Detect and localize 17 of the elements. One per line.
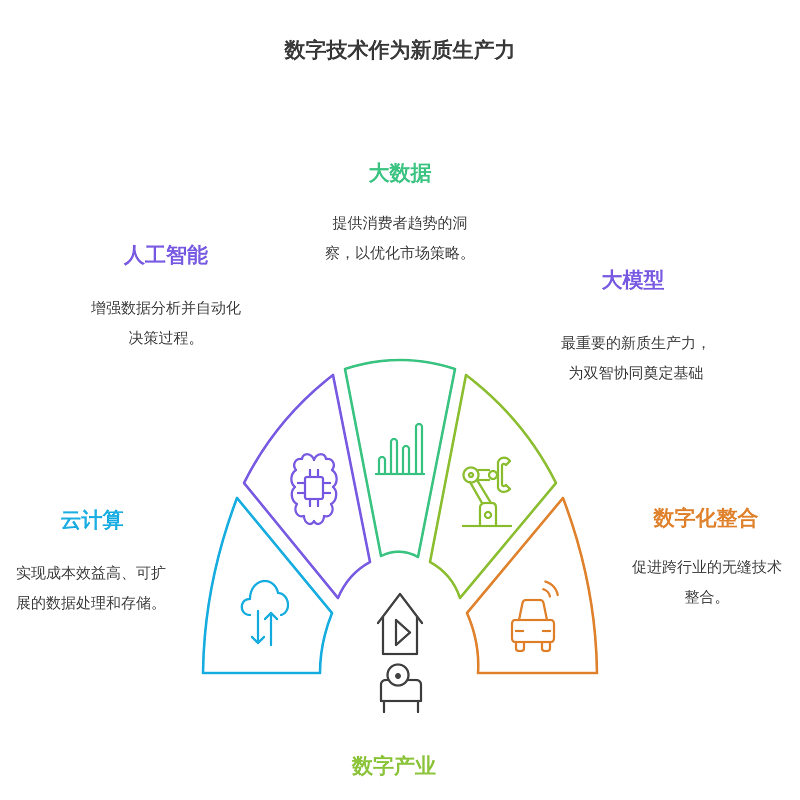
description-text: 促进跨行业的无缝技术整合。	[631, 557, 783, 608]
section-heading: 云计算	[60, 507, 124, 534]
fan-segment	[465, 496, 599, 675]
diagram-title: 数字技术作为新质生产力	[284, 37, 516, 64]
description-text: 增强数据分析并自动化决策过程。	[90, 298, 242, 349]
fan-segment	[343, 358, 457, 559]
section-heading: 人工智能	[124, 242, 208, 269]
description-text: 提供消费者趋势的洞察，以优化市场策略。	[324, 213, 476, 264]
fan-segment	[428, 373, 558, 600]
description-text: 最重要的新质生产力，为双智协同奠定基础	[560, 333, 712, 384]
description-text: 实现成本效益高、可扩展的数据处理和存储。	[15, 563, 167, 614]
section-heading: 大模型	[602, 267, 664, 294]
section-heading: 大数据	[368, 160, 432, 187]
section-heading: 数字化整合	[654, 505, 758, 532]
fan-segment	[201, 496, 334, 675]
center-label: 数字产业	[352, 753, 436, 780]
fan-segment	[242, 373, 372, 600]
